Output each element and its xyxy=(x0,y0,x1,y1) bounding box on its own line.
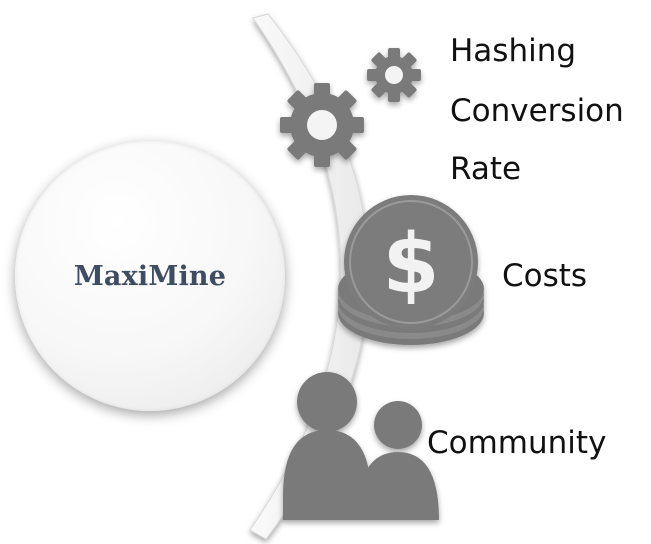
rate-label: Rate xyxy=(450,151,522,187)
gears-icon xyxy=(280,48,421,167)
conversion-label: Conversion xyxy=(450,93,624,129)
center-circle: MaxiMine xyxy=(15,141,285,411)
costs-label: Costs xyxy=(502,258,588,294)
people-icon xyxy=(283,372,439,520)
coin-stack-icon: $ xyxy=(338,195,484,345)
hashing-label: Hashing xyxy=(450,33,577,69)
community-label: Community xyxy=(427,425,607,461)
dollar-sign-icon: $ xyxy=(382,217,439,312)
center-title: MaxiMine xyxy=(73,260,227,292)
